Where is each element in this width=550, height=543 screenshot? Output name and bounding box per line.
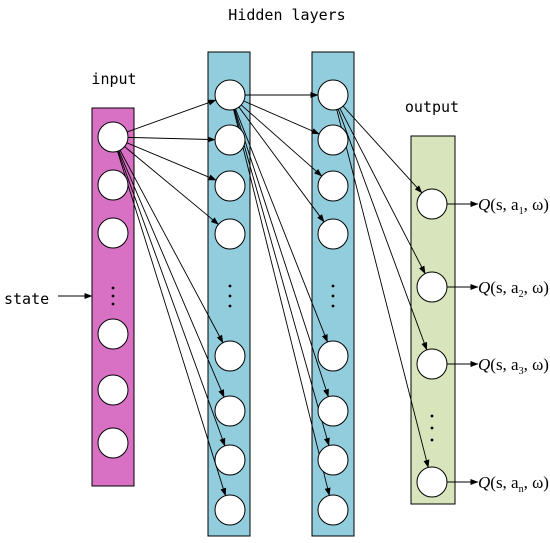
ellipsis-dot <box>430 414 434 418</box>
connection-edge <box>117 151 227 497</box>
h1-node <box>214 395 246 427</box>
connection-edge <box>235 108 328 343</box>
q-value-label: Q(s, a1, ω) <box>478 195 549 217</box>
connection-edge <box>234 109 329 398</box>
h2-node <box>317 494 349 526</box>
h1-node <box>214 494 246 526</box>
connection-edge <box>126 142 217 181</box>
output-label: output <box>405 98 459 116</box>
ellipsis-dot <box>331 294 335 298</box>
out-node <box>416 348 448 380</box>
h1-node <box>214 444 246 476</box>
h2-node <box>317 340 349 372</box>
ellipsis-dot <box>331 284 335 288</box>
h2-node <box>317 79 349 111</box>
q-value-label: Q(s, an, ω) <box>478 473 549 495</box>
h2-node <box>317 444 349 476</box>
input-node <box>97 169 129 201</box>
h2-node <box>317 170 349 202</box>
out-node <box>416 188 448 220</box>
connection-edge <box>233 109 331 496</box>
h1-node <box>214 124 246 156</box>
ellipsis-dot <box>331 304 335 308</box>
ellipsis-dot <box>430 426 434 430</box>
connection-edge <box>126 99 217 133</box>
h1-node <box>214 340 246 372</box>
q-value-labels: Q(s, a1, ω) Q(s, a2, ω) Q(s, a3, ω) Q(s, an… <box>478 195 549 495</box>
h1-node <box>214 218 246 250</box>
connection-edge <box>243 100 320 135</box>
connection-edge <box>124 146 219 225</box>
connection-edge <box>127 136 216 143</box>
neuron-nodes <box>97 79 448 526</box>
input-node <box>97 121 129 153</box>
connection-edge <box>233 109 330 447</box>
connection-edge <box>240 104 323 177</box>
h2-node <box>317 218 349 250</box>
ellipsis-dot <box>111 286 115 290</box>
ellipsis-dots <box>111 284 434 442</box>
input-node <box>97 217 129 249</box>
state-label: state <box>4 290 49 308</box>
out-node <box>416 466 448 498</box>
ellipsis-dot <box>228 294 232 298</box>
connection-edge <box>342 105 423 194</box>
input-node <box>97 374 129 406</box>
connection-edge <box>117 150 226 447</box>
input-label: input <box>91 70 136 88</box>
connection-edge <box>238 106 325 223</box>
ellipsis-dot <box>228 304 232 308</box>
ellipsis-dot <box>430 438 434 442</box>
h1-node <box>214 170 246 202</box>
connection-edge <box>119 150 224 344</box>
connection-edge <box>336 109 430 468</box>
out-node <box>416 271 448 303</box>
ellipsis-dot <box>111 294 115 298</box>
ellipsis-dot <box>111 302 115 306</box>
connection-edge <box>337 108 428 351</box>
ellipsis-dot <box>228 284 232 288</box>
connection-edge <box>339 108 426 275</box>
q-value-label: Q(s, a2, ω) <box>478 278 549 300</box>
input-node <box>97 318 129 350</box>
q-value-label: Q(s, a3, ω) <box>478 355 549 377</box>
h2-node <box>317 124 349 156</box>
connection-edges <box>117 92 479 497</box>
input-node <box>97 427 129 459</box>
h2-node <box>317 395 349 427</box>
connection-edge <box>118 150 225 398</box>
hidden-layers-title: Hidden layers <box>228 6 345 24</box>
h1-node <box>214 79 246 111</box>
